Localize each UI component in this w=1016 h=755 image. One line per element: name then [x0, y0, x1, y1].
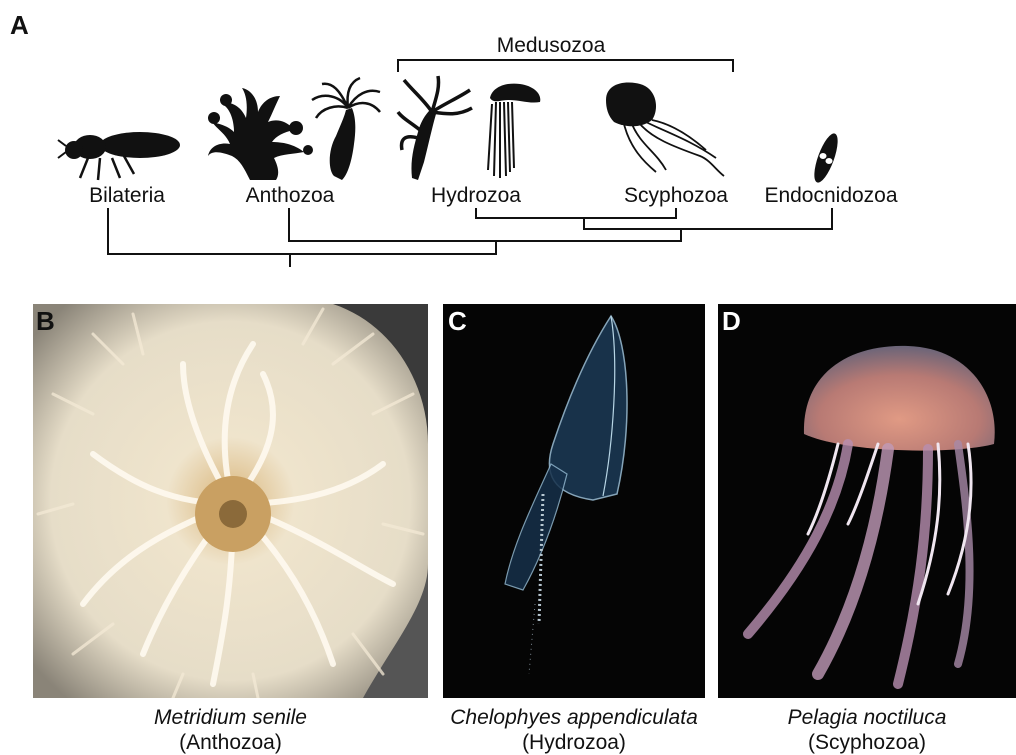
panel-c-label: C: [448, 306, 467, 337]
photo-chelophyes-appendiculata: [443, 304, 705, 698]
caption-panel-c: Chelophyes appendiculata (Hydrozoa): [420, 705, 728, 755]
taxon-label-endocnidozoa: Endocnidozoa: [764, 184, 897, 207]
taxon-group: (Anthozoa): [33, 730, 428, 755]
species-name: Pelagia noctiluca: [718, 705, 1016, 730]
anemone-silhouette-icon: [312, 78, 380, 180]
photo-pelagia-noctiluca: [718, 304, 1016, 698]
taxon-group: (Hydrozoa): [420, 730, 728, 755]
coral-silhouette-icon: [208, 88, 313, 180]
hydra-silhouette-icon: [398, 76, 472, 180]
photo-metridium-senile: [33, 304, 428, 698]
caption-panel-d: Pelagia noctiluca (Scyphozoa): [718, 705, 1016, 755]
panel-b-label: B: [36, 306, 55, 337]
tree-branches: [108, 208, 832, 267]
phylogenetic-tree: Medusozoa Bilateria Anthozoa Hydrozoa Sc…: [0, 0, 1016, 290]
taxon-label-hydrozoa: Hydrozoa: [431, 184, 521, 207]
panel-d-label: D: [722, 306, 741, 337]
taxon-label-scyphozoa: Scyphozoa: [624, 184, 728, 207]
taxon-group: (Scyphozoa): [718, 730, 1016, 755]
medusozoa-bracket: [398, 60, 733, 72]
caption-panel-b: Metridium senile (Anthozoa): [33, 705, 428, 755]
fly-silhouette-icon: [58, 132, 180, 180]
species-name: Metridium senile: [33, 705, 428, 730]
clade-label-medusozoa: Medusozoa: [497, 34, 606, 57]
taxon-label-bilateria: Bilateria: [89, 184, 165, 207]
jellyfish-silhouette-icon: [606, 83, 724, 176]
myxozoan-spore-icon: [810, 131, 843, 185]
siphonophore-silhouette-icon: [488, 84, 540, 178]
taxon-label-anthozoa: Anthozoa: [246, 184, 335, 207]
species-name: Chelophyes appendiculata: [420, 705, 728, 730]
